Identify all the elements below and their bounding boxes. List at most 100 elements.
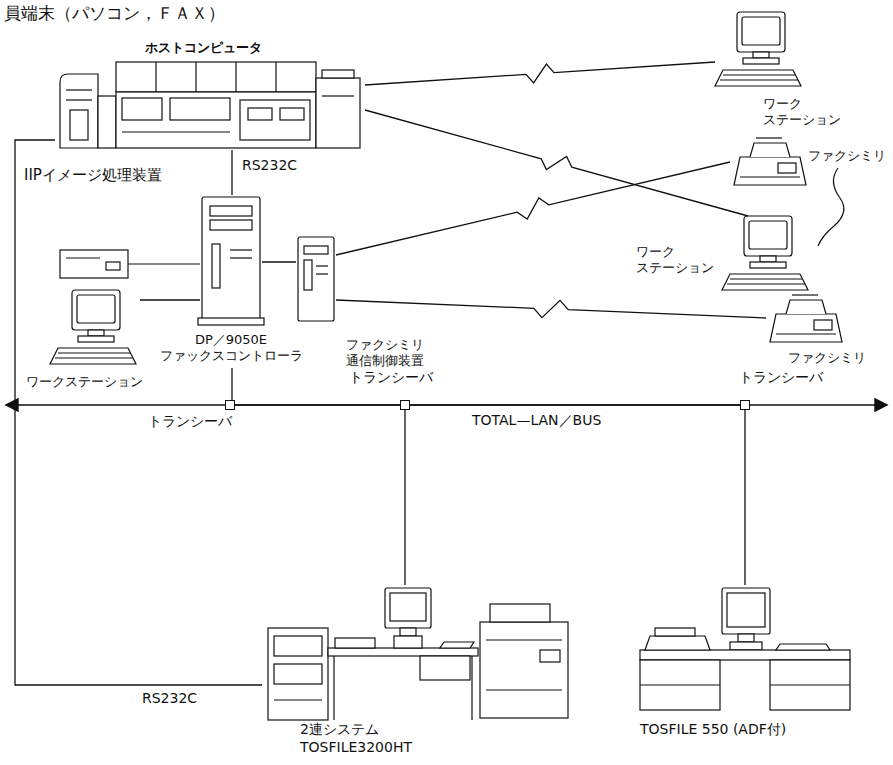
host-computer-art — [155, 62, 156, 92]
fax-controller-art — [230, 249, 252, 250]
caption-label: 員端末（パソコン，ＦＡＸ） — [4, 3, 225, 24]
tosfile550-art — [730, 642, 762, 650]
peripheral-device-art — [60, 250, 128, 278]
tosfile550-art — [738, 634, 754, 642]
transceiver-box: トランシーバ — [400, 400, 410, 410]
workstation-art — [715, 12, 801, 86]
tosfile550-art — [645, 636, 710, 650]
connection-line — [231, 368, 232, 400]
device-label: TOSFILE 550 (ADF付) — [640, 721, 786, 739]
device-label: DP／9050E ファックスコントローラ — [151, 332, 311, 365]
device-node: ファクシミリ — [730, 134, 806, 192]
host-computer-art — [322, 70, 354, 78]
connection-line — [140, 299, 200, 300]
peripheral-device-art — [60, 250, 200, 278]
connection-line — [404, 410, 405, 585]
tosfile550-art — [722, 588, 770, 634]
communication-line — [336, 300, 766, 318]
device-label: トランシーバ — [148, 413, 232, 431]
device-label: ワークステーション — [26, 374, 143, 390]
connection-line — [15, 140, 262, 685]
lan-bus-line — [6, 399, 18, 411]
device-label: トランシーバ — [349, 369, 433, 387]
tosfile3200-art — [274, 636, 322, 656]
caption-label: IIPイメージ処理装置 — [24, 166, 162, 185]
host-computer-art — [240, 100, 310, 140]
tosfile3200-art — [440, 642, 474, 648]
tosfile3200-art — [471, 656, 472, 720]
device-node: ワーク ステーション — [722, 216, 810, 294]
device-node: ファクシミリ 通信制御装置 — [296, 235, 336, 323]
tosfile3200-art — [268, 588, 568, 720]
host-computer-art — [322, 95, 354, 96]
host-computer-art — [122, 98, 162, 120]
workstation-art — [722, 216, 808, 290]
device-label: ワーク ステーション — [763, 96, 853, 129]
tosfile550-art — [776, 644, 830, 650]
signal-label: RS232C — [140, 690, 199, 708]
fax-controller-art — [210, 220, 252, 230]
tosfile3200-art — [335, 638, 375, 648]
tosfile550-art — [655, 628, 695, 636]
tosfile3200-art — [333, 656, 334, 720]
host-computer-art — [60, 74, 98, 148]
host-computer-art — [66, 89, 92, 90]
connection-line — [410, 404, 740, 405]
communication-line — [365, 62, 715, 85]
lan-bus-line — [6, 399, 887, 411]
communication-line — [336, 162, 730, 255]
host-computer-art — [195, 62, 196, 92]
fax-control-unit-art — [298, 237, 334, 321]
transceiver-box: トランシーバ — [225, 400, 235, 410]
fax-controller-art — [230, 257, 252, 258]
fax-controller-art — [210, 206, 252, 216]
host-computer-art — [66, 99, 92, 100]
tosfile3200-art — [486, 639, 562, 640]
tosfile550-art — [770, 660, 850, 710]
connection-line — [744, 410, 745, 585]
lan-bus-line — [875, 399, 887, 411]
brace-line — [818, 168, 844, 246]
host-computer-art — [70, 110, 88, 140]
host-computer-art — [316, 78, 360, 148]
host-computer-art — [122, 131, 230, 132]
device-node: ワークステーション — [48, 290, 140, 368]
host-computer-art — [116, 62, 316, 92]
host-computer-art — [275, 62, 276, 92]
device-node: ワーク ステーション — [715, 12, 803, 96]
device-node: ファクシミリ — [766, 292, 844, 348]
tosfile550-art — [640, 660, 720, 710]
connection-line — [262, 261, 296, 262]
host-computer-art — [280, 108, 304, 120]
device-label: ファクシミリ — [788, 350, 866, 366]
device-label: トランシーバ — [739, 369, 823, 387]
tosfile3200-art — [394, 636, 422, 648]
fax-controller-art — [198, 318, 264, 325]
device-label: ワーク ステーション — [636, 244, 720, 277]
host-computer-art — [60, 62, 360, 148]
tosfile550-art — [640, 684, 720, 685]
tosfile3200-art — [490, 604, 550, 622]
tosfile3200-art — [420, 656, 470, 680]
device-node: TOSFILE 550 (ADF付) — [628, 585, 856, 735]
peripheral-device-art — [128, 263, 200, 264]
host-computer-art — [98, 96, 116, 148]
connection-line — [231, 150, 232, 195]
peripheral-device-art — [66, 257, 100, 258]
communication-line — [365, 110, 748, 216]
tosfile3200-art — [400, 628, 416, 636]
tosfile3200-art — [540, 650, 560, 662]
tosfile550-art — [727, 593, 765, 627]
fax-control-unit-art — [316, 265, 328, 266]
fax-control-unit-art — [304, 260, 312, 290]
host-computer-art — [170, 98, 230, 120]
workstation-art — [50, 290, 136, 364]
host-computer-art — [248, 108, 272, 120]
tosfile550-art — [640, 588, 850, 710]
device-node: 2連システム TOSFILE3200HT — [262, 585, 572, 761]
connection-line — [235, 404, 400, 405]
tosfile3200-art — [480, 622, 568, 718]
tosfile3200-art — [486, 689, 562, 690]
fax-controller-art — [202, 197, 260, 321]
